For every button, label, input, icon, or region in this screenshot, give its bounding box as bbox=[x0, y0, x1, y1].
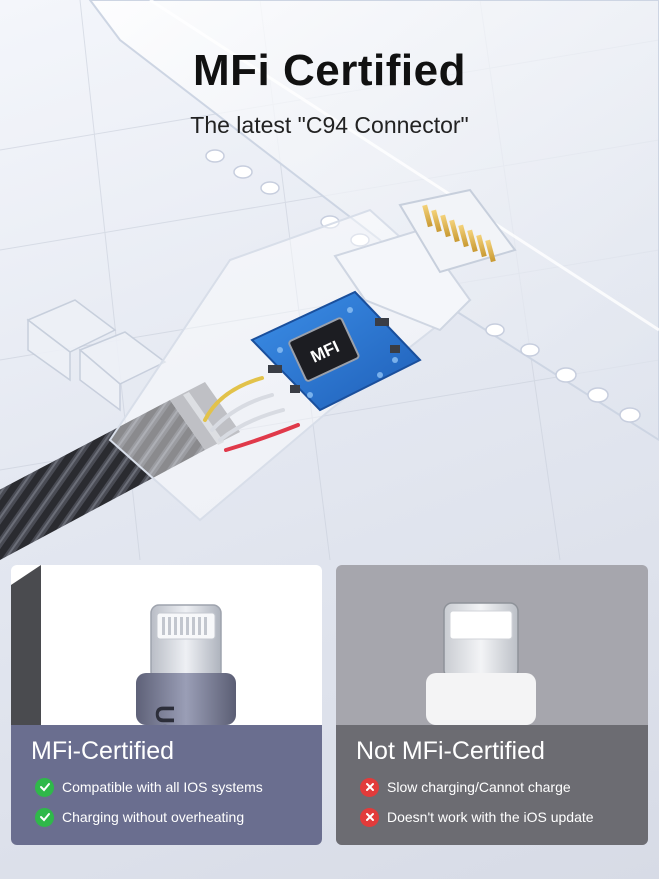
certified-connector-image: UG bbox=[11, 565, 322, 744]
uncertified-connector-image bbox=[336, 565, 648, 725]
certified-lightning-connector: UG bbox=[11, 565, 236, 744]
not-mfi-certified-card: Not MFi-Certified Slow charging/Cannot c… bbox=[336, 565, 648, 845]
cable-connector-illustration: MFI bbox=[0, 0, 659, 560]
certified-card-title: MFi-Certified bbox=[31, 737, 175, 765]
certified-card-footer: MFi-Certified Compatible with all IOS sy… bbox=[11, 725, 322, 845]
feature-item: Compatible with all IOS systems bbox=[35, 776, 263, 798]
hero-illustration: MFI MFi Certified The latest "C94 Connec… bbox=[0, 0, 659, 560]
uncertified-card-title: Not MFi-Certified bbox=[356, 737, 545, 765]
page-title: MFi Certified bbox=[193, 46, 466, 95]
feature-text: Compatible with all IOS systems bbox=[62, 779, 263, 795]
connector-brand-label: UG bbox=[150, 705, 180, 725]
check-icon bbox=[35, 807, 54, 827]
feature-item: Slow charging/Cannot charge bbox=[360, 776, 571, 798]
feature-text: Charging without overheating bbox=[62, 809, 245, 825]
page-subtitle: The latest "C94 Connector" bbox=[190, 112, 469, 138]
feature-item: Charging without overheating bbox=[35, 806, 244, 828]
feature-item: Doesn't work with the iOS update bbox=[360, 806, 594, 828]
cross-icon bbox=[360, 807, 379, 827]
cross-icon bbox=[360, 777, 379, 797]
feature-text: Doesn't work with the iOS update bbox=[387, 809, 594, 825]
feature-text: Slow charging/Cannot charge bbox=[387, 779, 571, 795]
check-icon bbox=[35, 777, 54, 797]
uncertified-card-footer: Not MFi-Certified Slow charging/Cannot c… bbox=[336, 725, 648, 845]
mfi-certified-card: UG MFi-Certified Compatible with all IOS… bbox=[11, 565, 322, 845]
uncertified-lightning-connector bbox=[426, 602, 536, 725]
